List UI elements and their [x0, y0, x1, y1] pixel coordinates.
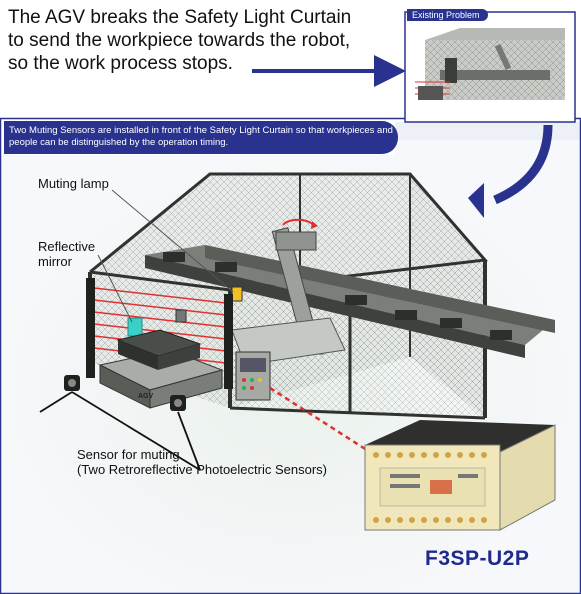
light-curtain-emitter [86, 278, 95, 378]
muting-lamp [231, 286, 243, 302]
light-curtain-receiver [224, 294, 233, 389]
muting-lamp-label: Muting lamp [38, 176, 109, 191]
existing-problem-label: Existing Problem [407, 9, 488, 21]
control-box [235, 351, 271, 401]
headline: The AGV breaks the Safety Light Curtain … [8, 7, 352, 74]
muting-sensors [39, 375, 201, 471]
f3sp-u2p-unit [364, 420, 556, 531]
reflective-mirror [127, 317, 143, 337]
mirror-leader [97, 254, 133, 323]
curved-arrow [493, 124, 553, 205]
muting-lamp-leader [111, 189, 234, 293]
model-name: F3SP-U2P [425, 547, 530, 570]
explanation-banner: Two Muting Sensors are installed in fron… [4, 121, 398, 154]
agv-vehicle [98, 309, 224, 409]
existing-problem-inset [404, 11, 576, 123]
sensor-label: Sensor for muting (Two Retroreflective P… [77, 447, 327, 477]
agv-label: AGV [138, 393, 154, 400]
reflective-mirror-label: Reflective mirror [38, 239, 96, 269]
